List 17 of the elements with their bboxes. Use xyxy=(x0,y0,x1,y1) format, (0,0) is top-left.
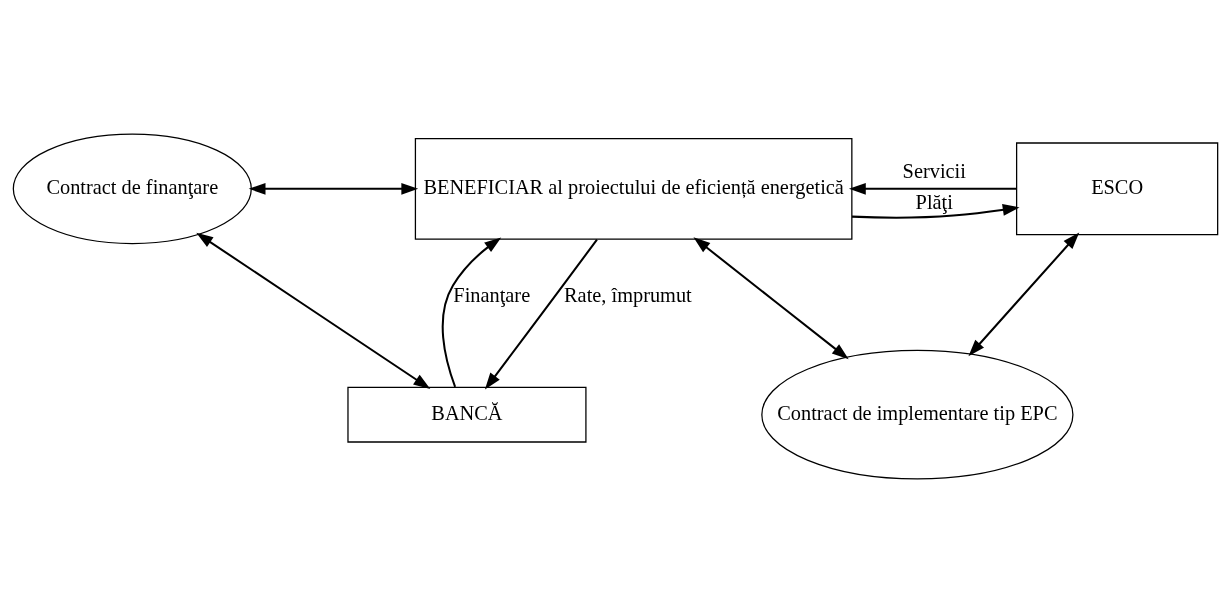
edge-label: Servicii xyxy=(902,159,966,182)
node-box: BANCĂ xyxy=(347,386,587,443)
node-box: ESCO xyxy=(1016,141,1219,235)
arrow xyxy=(848,182,1017,195)
arrow xyxy=(968,231,1080,356)
arrow xyxy=(693,236,849,359)
node-ellipse: Contract de finanţare xyxy=(12,132,252,244)
arrow xyxy=(852,203,1020,219)
arrow xyxy=(441,236,502,387)
node-box: BENEFICIAR al proiectului de eficiență energetică xyxy=(414,137,853,240)
edge-label: Finanţare xyxy=(453,283,531,306)
arrow xyxy=(248,182,419,195)
node-ellipse: Contract de implementare tip EPC xyxy=(761,349,1074,480)
edge-label: Plăţi xyxy=(915,190,953,213)
arrow xyxy=(484,238,598,390)
arrow xyxy=(196,232,431,389)
edge-label: Rate, împrumut xyxy=(564,283,692,306)
